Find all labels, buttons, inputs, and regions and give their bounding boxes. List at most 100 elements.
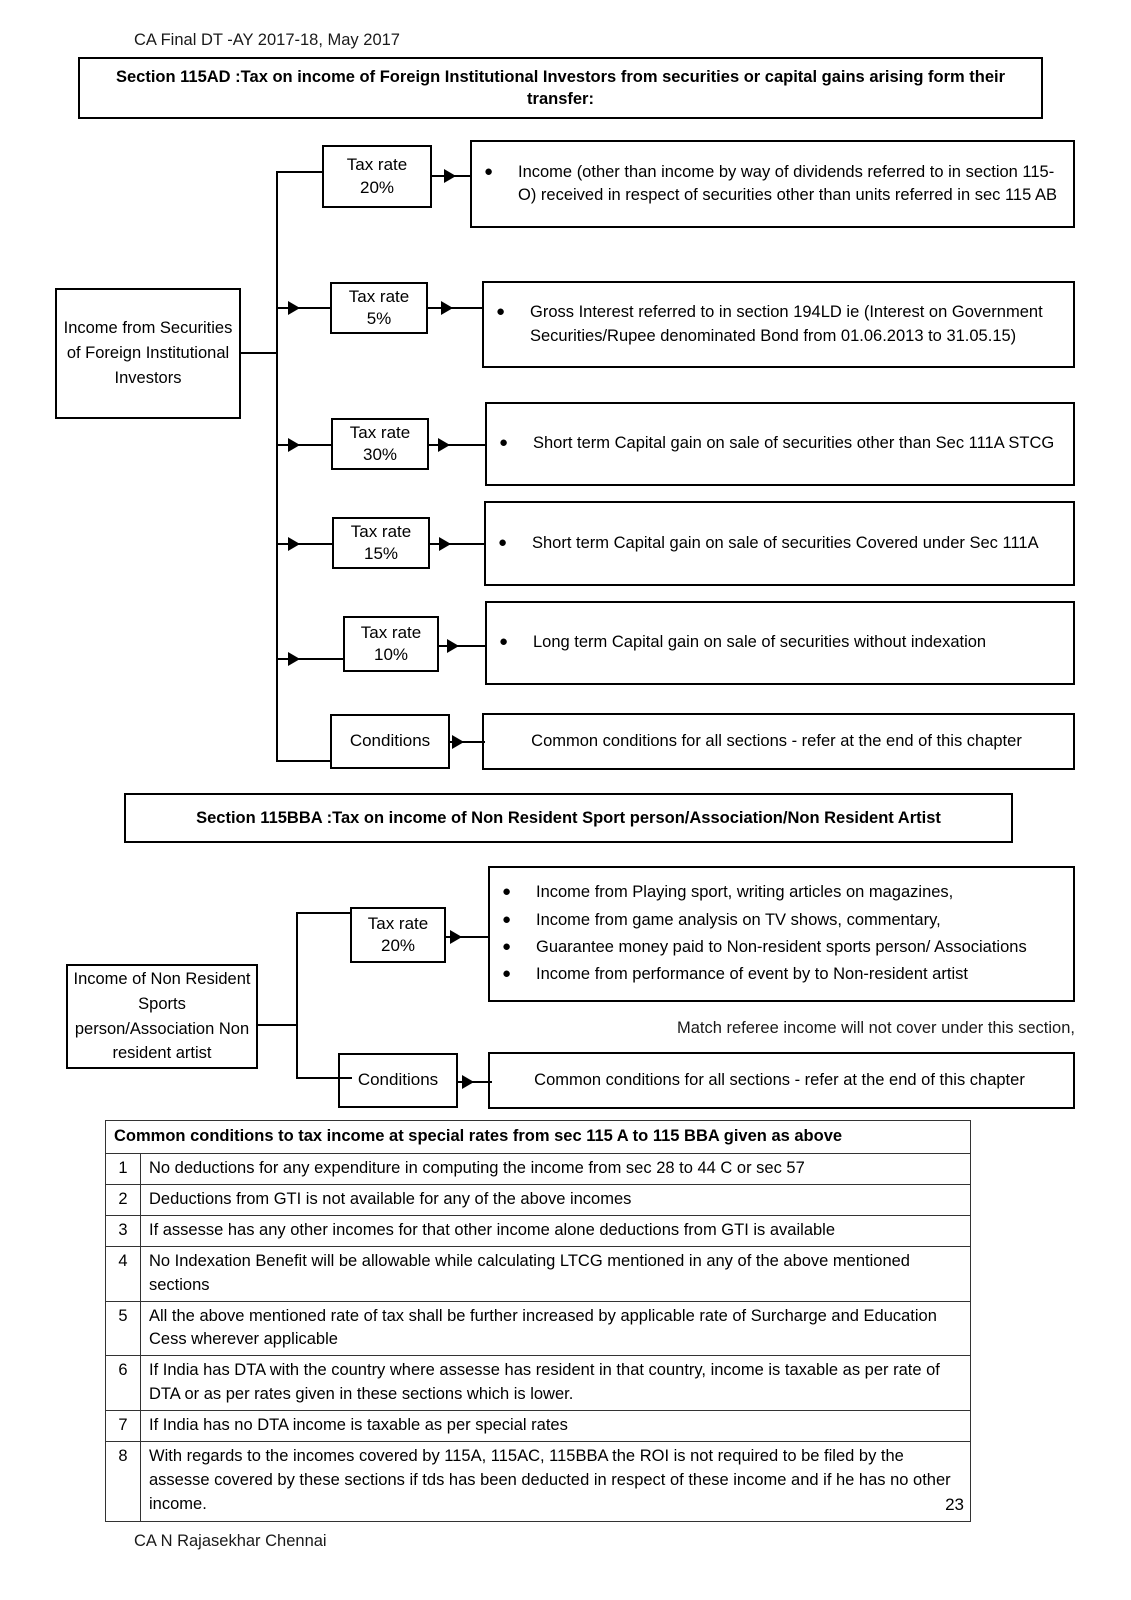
content-115bba-bullet-3: Guarantee money paid to Non-resident spo… xyxy=(536,938,1027,956)
connector-row5-out xyxy=(439,645,487,647)
section-115ad-banner: Section 115AD :Tax on income of Foreign … xyxy=(78,57,1043,119)
common-conditions-table: Common conditions to tax income at speci… xyxy=(105,1120,971,1522)
tax-rate-node-20-line2: 20% xyxy=(359,177,395,197)
arrow-row1 xyxy=(444,169,456,183)
bullet-icon: ● xyxy=(499,633,509,651)
bullet-item: ● Guarantee money paid to Non-resident s… xyxy=(494,936,1065,959)
row-number: 7 xyxy=(105,1410,141,1443)
arrow-row4-in xyxy=(288,537,300,551)
table-row: 4 No Indexation Benefit will be allowabl… xyxy=(105,1245,971,1302)
row-number: 8 xyxy=(105,1441,141,1522)
bullet-icon: ● xyxy=(499,434,509,452)
row-number: 4 xyxy=(105,1245,141,1302)
connector-115bba-source-to-trunk xyxy=(258,1024,298,1026)
connector-source-to-trunk xyxy=(241,352,277,354)
content-row3-text: Short term Capital gain on sale of secur… xyxy=(533,434,1055,453)
content-115bba-bullet-1: Income from Playing sport, writing artic… xyxy=(536,883,954,902)
connector-row5-in xyxy=(276,658,344,660)
connector-row2-in xyxy=(276,307,330,309)
conditions-node-115ad: Conditions xyxy=(330,714,450,769)
row-text: Deductions from GTI is not available for… xyxy=(140,1183,971,1216)
row-number: 3 xyxy=(105,1214,141,1247)
content-row4-text: Short term Capital gain on sale of secur… xyxy=(532,533,1039,552)
tax-rate-node-30-line2: 30% xyxy=(362,445,398,464)
content-115bba-bullet-2: Income from game analysis on TV shows, c… xyxy=(536,910,941,929)
row-text: If India has DTA with the country where … xyxy=(140,1355,971,1412)
connector-115bba-trunk xyxy=(296,913,298,1079)
connector-115bba-top-stub xyxy=(296,912,352,914)
connector-115bba-tax-out xyxy=(446,936,490,938)
connector-trunk-vertical xyxy=(276,172,278,762)
bullet-item: ● Income (other than income by way of di… xyxy=(476,161,1065,208)
bullet-icon: ● xyxy=(484,162,494,180)
content-row5-text: Long term Capital gain on sale of securi… xyxy=(533,633,987,652)
connector-row2-out xyxy=(428,307,482,309)
arrow-row4 xyxy=(439,537,451,551)
content-115bba-bullet-4: Income from performance of event by to N… xyxy=(536,965,968,984)
tax-rate-node-115bba-20-line2: 20% xyxy=(380,936,416,955)
connector-conditions-out xyxy=(450,741,485,743)
table-row: 5 All the above mentioned rate of tax sh… xyxy=(105,1300,971,1357)
content-row1-text: Income (other than income by way of divi… xyxy=(518,162,1057,204)
tax-rate-node-15: Tax rate 15% xyxy=(332,517,430,569)
row-text: No Indexation Benefit will be allowable … xyxy=(140,1245,971,1302)
match-referee-note: Match referee income will not cover unde… xyxy=(676,1019,1075,1037)
arrow-row5-in xyxy=(288,652,300,666)
content-box-row4: ● Short term Capital gain on sale of sec… xyxy=(484,501,1075,586)
tax-rate-node-20: Tax rate 20% xyxy=(322,145,432,208)
content-box-row2: ● Gross Interest referred to in section … xyxy=(482,281,1075,368)
conditions-content-115ad: Common conditions for all sections - ref… xyxy=(482,713,1075,770)
bullet-icon: ● xyxy=(502,910,512,928)
content-box-row1: ● Income (other than income by way of di… xyxy=(470,140,1075,228)
arrow-115bba-tax xyxy=(450,930,462,944)
row-text: With regards to the incomes covered by 1… xyxy=(149,1447,951,1513)
section-115bba-banner: Section 115BBA :Tax on income of Non Res… xyxy=(124,793,1013,843)
tax-rate-node-10: Tax rate 10% xyxy=(343,616,439,672)
bullet-item: ● Income from performance of event by to… xyxy=(494,963,1065,986)
arrow-conditions xyxy=(452,735,464,749)
row-text-last: With regards to the incomes covered by 1… xyxy=(140,1441,971,1522)
tax-rate-node-30: Tax rate 30% xyxy=(331,418,429,470)
income-source-box-115bba: Income of Non Resident Sports person/Ass… xyxy=(66,964,258,1069)
bullet-icon: ● xyxy=(502,965,512,983)
arrow-row3 xyxy=(438,438,450,452)
bullet-icon: ● xyxy=(502,938,512,955)
bullet-item: ● Long term Capital gain on sale of secu… xyxy=(491,631,1065,654)
common-conditions-table-wrapper: Common conditions to tax income at speci… xyxy=(105,1120,971,1522)
table-row: 8 With regards to the incomes covered by… xyxy=(105,1441,971,1522)
row-number: 6 xyxy=(105,1355,141,1412)
tax-rate-node-5-line2: 5% xyxy=(366,309,392,328)
tax-rate-node-10-line2: 10% xyxy=(373,645,409,664)
arrow-row5 xyxy=(447,639,459,653)
tax-rate-node-20-line1: Tax rate xyxy=(346,155,408,175)
bullet-item: ● Income from game analysis on TV shows,… xyxy=(494,909,1065,932)
tax-rate-node-115bba-20-line1: Tax rate xyxy=(367,913,429,933)
connector-row3-in xyxy=(276,444,333,446)
table-row: 2 Deductions from GTI is not available f… xyxy=(105,1183,971,1216)
table-row: 7 If India has no DTA income is taxable … xyxy=(105,1410,971,1443)
content-box-115bba-bullets: ● Income from Playing sport, writing art… xyxy=(488,866,1075,1002)
bullet-icon: ● xyxy=(496,303,506,321)
content-box-row5: ● Long term Capital gain on sale of secu… xyxy=(485,601,1075,685)
table-row: 3 If assesse has any other incomes for t… xyxy=(105,1214,971,1247)
arrow-row3-in xyxy=(288,438,300,452)
tax-rate-node-15-line2: 15% xyxy=(363,544,399,563)
connector-row4-out xyxy=(430,543,486,545)
row-number: 5 xyxy=(105,1300,141,1357)
table-header-row: Common conditions to tax income at speci… xyxy=(105,1120,971,1154)
connector-conditions-in xyxy=(276,760,332,762)
arrow-row2 xyxy=(441,301,453,315)
footer-note: CA N Rajasekhar Chennai xyxy=(134,1532,327,1550)
connector-row4-in xyxy=(276,543,334,545)
tax-rate-node-5: Tax rate 5% xyxy=(330,282,428,334)
row-text: If India has no DTA income is taxable as… xyxy=(140,1410,971,1443)
tax-rate-node-30-line1: Tax rate xyxy=(349,422,411,442)
arrow-row2-in xyxy=(288,301,300,315)
table-row: 6 If India has DTA with the country wher… xyxy=(105,1355,971,1412)
bullet-item: ● Gross Interest referred to in section … xyxy=(488,301,1065,348)
row-text: If assesse has any other incomes for tha… xyxy=(140,1214,971,1247)
tax-rate-node-5-line1: Tax rate xyxy=(348,286,410,306)
row-text: No deductions for any expenditure in com… xyxy=(140,1152,971,1185)
connector-row3-out xyxy=(429,444,487,446)
